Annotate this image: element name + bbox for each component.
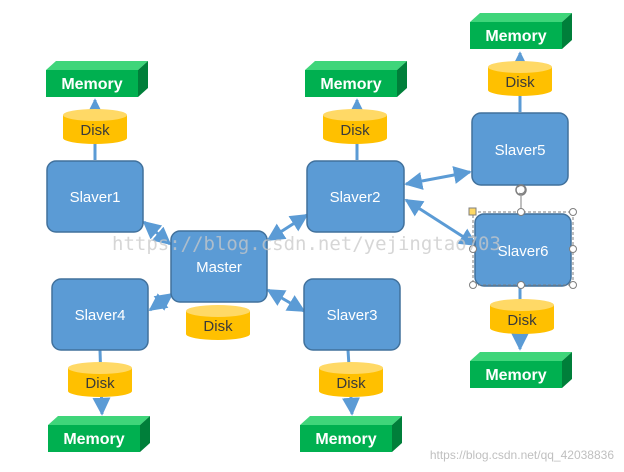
memory-label: Memory — [485, 367, 546, 384]
resize-handle-right[interactable] — [569, 245, 577, 253]
arrow-master-slaver2 — [266, 213, 309, 242]
node-label-slaver4: Slaver4 — [75, 307, 126, 324]
arrow-slaver2-slaver5 — [404, 166, 472, 190]
disk-label: Disk — [203, 318, 233, 335]
disk-slaver4: Disk — [68, 362, 132, 397]
memory-block-3: Memory — [300, 416, 402, 452]
arrow-master-slaver4 — [148, 292, 174, 312]
watermark-corner: https://blog.csdn.net/qq_42038836 — [430, 448, 614, 462]
memory-label: Memory — [485, 28, 546, 45]
resize-handle-top-left[interactable] — [468, 207, 477, 216]
node-label-master: Master — [196, 259, 242, 276]
node-label-slaver3: Slaver3 — [327, 307, 378, 324]
disk-master: Disk — [186, 305, 250, 340]
disk-slaver1: Disk — [63, 109, 127, 144]
memory-block-2: Memory — [305, 61, 407, 97]
memory-label: Memory — [315, 431, 376, 448]
resize-handle-bottom-right[interactable] — [569, 281, 577, 289]
node-master[interactable]: Master — [170, 230, 268, 303]
node-label-slaver6: Slaver6 — [498, 243, 549, 260]
memory-block-1: Memory — [46, 61, 148, 97]
resize-handle-top-right[interactable] — [569, 208, 577, 216]
disk-label: Disk — [340, 122, 370, 139]
watermark-center: https://blog.csdn.net/yejingtao703 — [112, 233, 501, 255]
disk-label: Disk — [507, 312, 537, 329]
disk-label: Disk — [336, 375, 366, 392]
node-label-slaver1: Slaver1 — [70, 189, 121, 206]
node-label-slaver2: Slaver2 — [330, 189, 381, 206]
rotate-handle-icon[interactable] — [515, 184, 527, 196]
resize-handle-bottom-left[interactable] — [469, 281, 477, 289]
arrow-master-slaver1 — [142, 220, 172, 246]
node-slaver2[interactable]: Slaver2 — [306, 160, 405, 233]
node-slaver3[interactable]: Slaver3 — [303, 278, 401, 351]
disk-label: Disk — [85, 375, 115, 392]
disk-slaver2: Disk — [323, 109, 387, 144]
memory-label: Memory — [61, 76, 122, 93]
arrow-slaver2-slaver6 — [404, 198, 478, 247]
disk-label: Disk — [505, 74, 535, 91]
node-slaver5[interactable]: Slaver5 — [471, 112, 569, 186]
resize-handle-bottom[interactable] — [517, 281, 525, 289]
memory-block-5: Memory — [470, 13, 572, 49]
disk-label: Disk — [80, 122, 110, 139]
memory-label: Memory — [63, 431, 124, 448]
memory-block-4: Memory — [48, 416, 150, 452]
disk-slaver3: Disk — [319, 362, 383, 397]
node-label-slaver5: Slaver5 — [495, 142, 546, 159]
resize-handles[interactable] — [468, 207, 577, 289]
node-slaver4[interactable]: Slaver4 — [51, 278, 149, 351]
disk-slaver5: Disk — [488, 61, 552, 96]
node-slaver1[interactable]: Slaver1 — [46, 160, 144, 233]
arrow-master-slaver3 — [266, 288, 306, 313]
resize-handle-top[interactable] — [517, 208, 525, 216]
resize-handle-left[interactable] — [469, 245, 477, 253]
memory-block-6: Memory — [470, 352, 572, 388]
memory-label: Memory — [320, 76, 381, 93]
disk-slaver6: Disk — [490, 299, 554, 334]
